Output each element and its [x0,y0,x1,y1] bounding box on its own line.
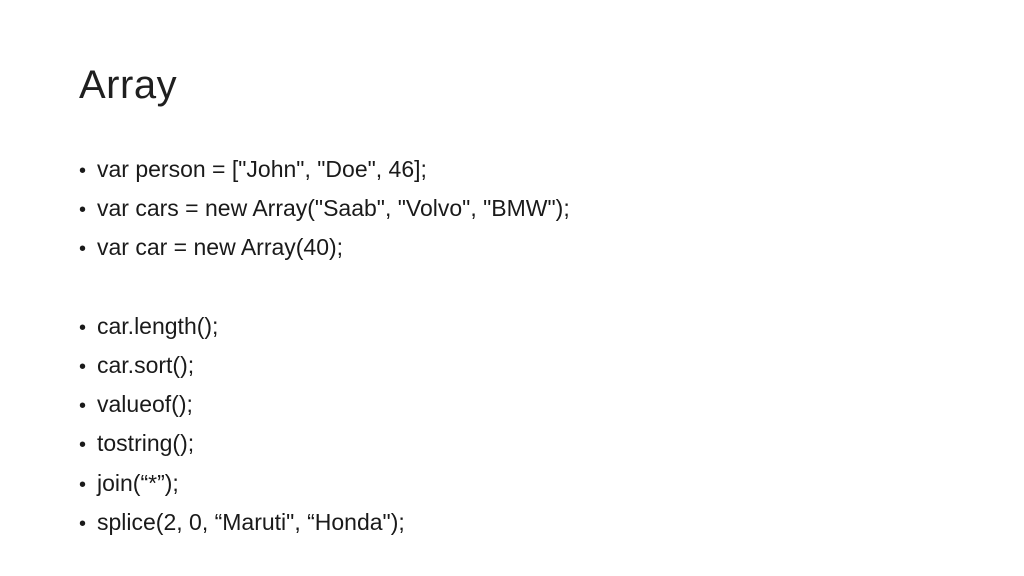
bullet-text: join(“*”); [97,469,179,496]
bullet-icon: • [79,160,87,182]
bullet-item: • valueof(); [79,385,939,424]
bullet-item: • tostring(); [79,424,939,463]
bullet-item: • car.sort(); [79,346,939,385]
bullet-icon: • [79,316,87,339]
bullet-text: var person = ["John", "Doe", 46]; [97,156,427,182]
bullet-item: • var person = ["John", "Doe", 46]; [79,150,939,189]
bullet-item: • join(“*”); [79,464,939,503]
bullet-icon: • [79,395,87,418]
bullet-list: • var person = ["John", "Doe", 46]; • va… [79,150,939,542]
blank-bullet-line [79,268,939,307]
bullet-text: splice(2, 0, “Maruti", “Honda"); [97,508,405,535]
bullet-text: var car = new Array(40); [97,234,344,261]
bullet-item: • var cars = new Array("Saab", "Volvo", … [79,189,939,228]
bullet-icon: • [79,199,87,222]
bullet-text: tostring(); [97,430,195,457]
bullet-text: var cars = new Array("Saab", "Volvo", "B… [97,195,570,222]
bullet-item: • splice(2, 0, “Maruti", “Honda"); [79,503,939,542]
bullet-item: • var car = new Array(40); [79,228,939,267]
slide-title: Array [79,63,178,107]
bullet-item: • car.length(); [79,307,939,346]
bullet-text: valueof(); [97,391,193,418]
bullet-icon: • [79,434,87,457]
bullet-text: car.sort(); [97,351,195,378]
bullet-icon: • [79,355,87,378]
bullet-icon: • [79,238,87,261]
bullet-icon: • [79,512,87,535]
bullet-text: car.length(); [97,312,219,339]
bullet-icon: • [79,473,87,496]
